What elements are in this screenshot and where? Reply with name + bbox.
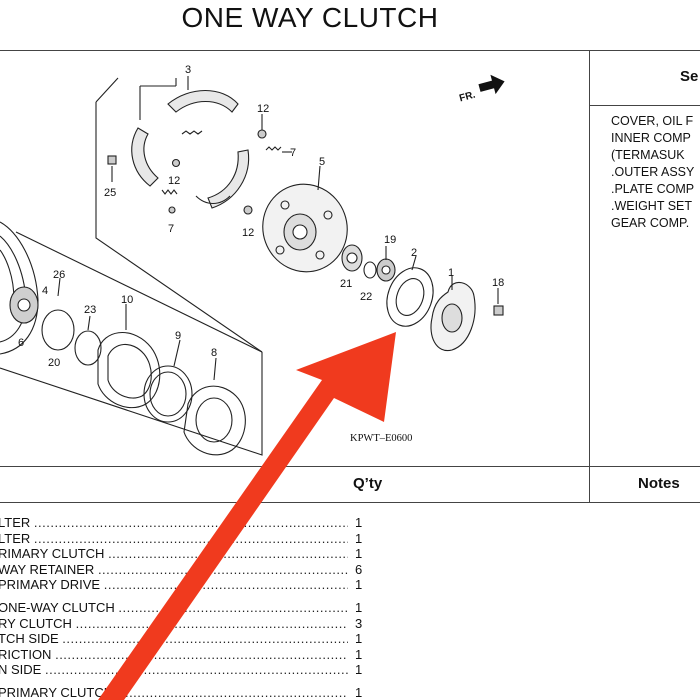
callout-label: 9	[175, 330, 181, 342]
callout-label: 18	[492, 277, 504, 289]
divider-diagram-right	[589, 50, 590, 502]
callout-label: 12	[168, 175, 180, 187]
gasket-icon	[97, 331, 161, 409]
assembly-frame	[95, 77, 119, 103]
callout-label: 21	[340, 278, 352, 290]
part-qty: 6	[355, 561, 363, 577]
part-row: PRIMARY CLUTCH .........................…	[0, 684, 363, 700]
callout-label: 1	[448, 267, 454, 279]
callout-label: 20	[48, 357, 60, 369]
part-qty: 1	[355, 631, 363, 647]
part-qty: 1	[355, 662, 363, 678]
divider-top	[0, 50, 700, 51]
part-qty: 1	[355, 530, 363, 546]
callout-label: 12	[242, 227, 254, 239]
front-direction-label: FR.	[458, 90, 477, 105]
drive-plate-icon	[262, 183, 348, 273]
clutch-plate-icon	[183, 385, 246, 456]
part-name: LTER	[0, 530, 31, 546]
cover-plate-icon	[430, 281, 476, 352]
part-qty: 1	[355, 646, 363, 662]
part-row: LTER ...................................…	[0, 530, 363, 546]
friction-disc-icon	[143, 365, 193, 423]
part-row: WAY RETAINER ...........................…	[0, 561, 363, 577]
callout-label: 4	[42, 285, 48, 297]
part-name: RICTION	[0, 646, 52, 662]
part-qty: 3	[355, 615, 363, 631]
bolt-icon	[107, 129, 504, 316]
spring-icon	[161, 130, 292, 195]
callout-label: 10	[121, 294, 133, 306]
snap-ring-icon	[74, 330, 102, 366]
sets-item: GEAR COMP.	[611, 216, 690, 230]
callout-label: 26	[53, 269, 65, 281]
parts-list: LTER ...................................…	[0, 515, 370, 700]
diagram-reference-code: KPWT–E0600	[350, 433, 412, 444]
part-name: LTER	[0, 515, 31, 530]
oil-seal-icon	[386, 267, 434, 327]
part-qty: 1	[355, 577, 363, 593]
assembly-frame	[95, 102, 263, 353]
callout-label: 22	[360, 291, 372, 303]
part-qty: 1	[355, 684, 363, 700]
sets-heading: Se	[680, 68, 699, 85]
callout-label: 23	[84, 304, 96, 316]
sets-item: INNER COMP	[611, 131, 691, 145]
callout-label: 8	[211, 347, 217, 359]
callout-label: 6	[18, 337, 24, 349]
divider-table-head	[0, 502, 700, 503]
callout-label: 25	[104, 187, 116, 199]
part-name: N SIDE	[0, 662, 42, 678]
part-name: RY CLUTCH	[0, 615, 72, 631]
callout-label: 7	[290, 147, 296, 159]
sets-item: .PLATE COMP	[611, 182, 695, 196]
sets-item: .OUTER ASSY	[611, 165, 695, 179]
part-qty: 1	[355, 599, 363, 615]
part-name: PRIMARY DRIVE	[0, 577, 101, 593]
part-name: PRIMARY CLUTCH	[0, 684, 114, 700]
clutch-frame	[0, 352, 263, 456]
callout-labels: 3 12 7 5 25 12 7 12 19 2 1 18 21 22 26 4…	[18, 64, 504, 369]
gear-icon	[376, 258, 396, 282]
callout-label: 12	[257, 103, 269, 115]
part-qty: 1	[355, 515, 363, 530]
pointer-arrow-icon	[98, 332, 396, 700]
page-title: ONE WAY CLUTCH	[181, 2, 439, 33]
sets-item: .WEIGHT SET	[611, 199, 693, 213]
qty-column-header: Q’ty	[353, 475, 383, 492]
clutch-hub-icon	[9, 286, 39, 324]
notes-column-header: Notes	[638, 475, 680, 492]
divider-sets-head	[589, 105, 700, 106]
front-direction-arrow-icon	[478, 74, 505, 95]
part-row: LTER ...................................…	[0, 515, 363, 530]
sets-list: COVER, OIL F INNER COMP (TERMASUK .OUTER…	[611, 113, 694, 232]
part-name: ONE-WAY CLUTCH	[0, 599, 115, 615]
sets-item: COVER, OIL F	[611, 114, 694, 128]
part-row: RIMARY CLUTCH ..........................…	[0, 546, 363, 562]
plate-ring-icon	[41, 309, 75, 351]
part-qty: 1	[355, 546, 363, 562]
washer-icon	[363, 261, 377, 279]
one-way-clutch-icon	[341, 244, 363, 272]
part-name: TCH SIDE	[0, 631, 59, 647]
front-direction-marker: FR.	[458, 74, 505, 105]
part-row: RY CLUTCH ..............................…	[0, 615, 363, 631]
part-row: TCH SIDE ...............................…	[0, 631, 363, 647]
callout-label: 2	[411, 247, 417, 259]
clutch-shoe-set-icon	[131, 78, 250, 209]
callout-label: 7	[168, 223, 174, 235]
clutch-frame	[15, 231, 263, 353]
sets-item: (TERMASUK	[611, 148, 685, 162]
part-row: PRIMARY DRIVE ..........................…	[0, 577, 363, 593]
part-name: RIMARY CLUTCH	[0, 546, 105, 562]
part-name: WAY RETAINER	[0, 561, 95, 577]
divider-diagram-bottom	[0, 466, 700, 467]
callout-label: 19	[384, 234, 396, 246]
callout-label: 5	[319, 156, 325, 168]
callout-label: 3	[185, 64, 191, 76]
